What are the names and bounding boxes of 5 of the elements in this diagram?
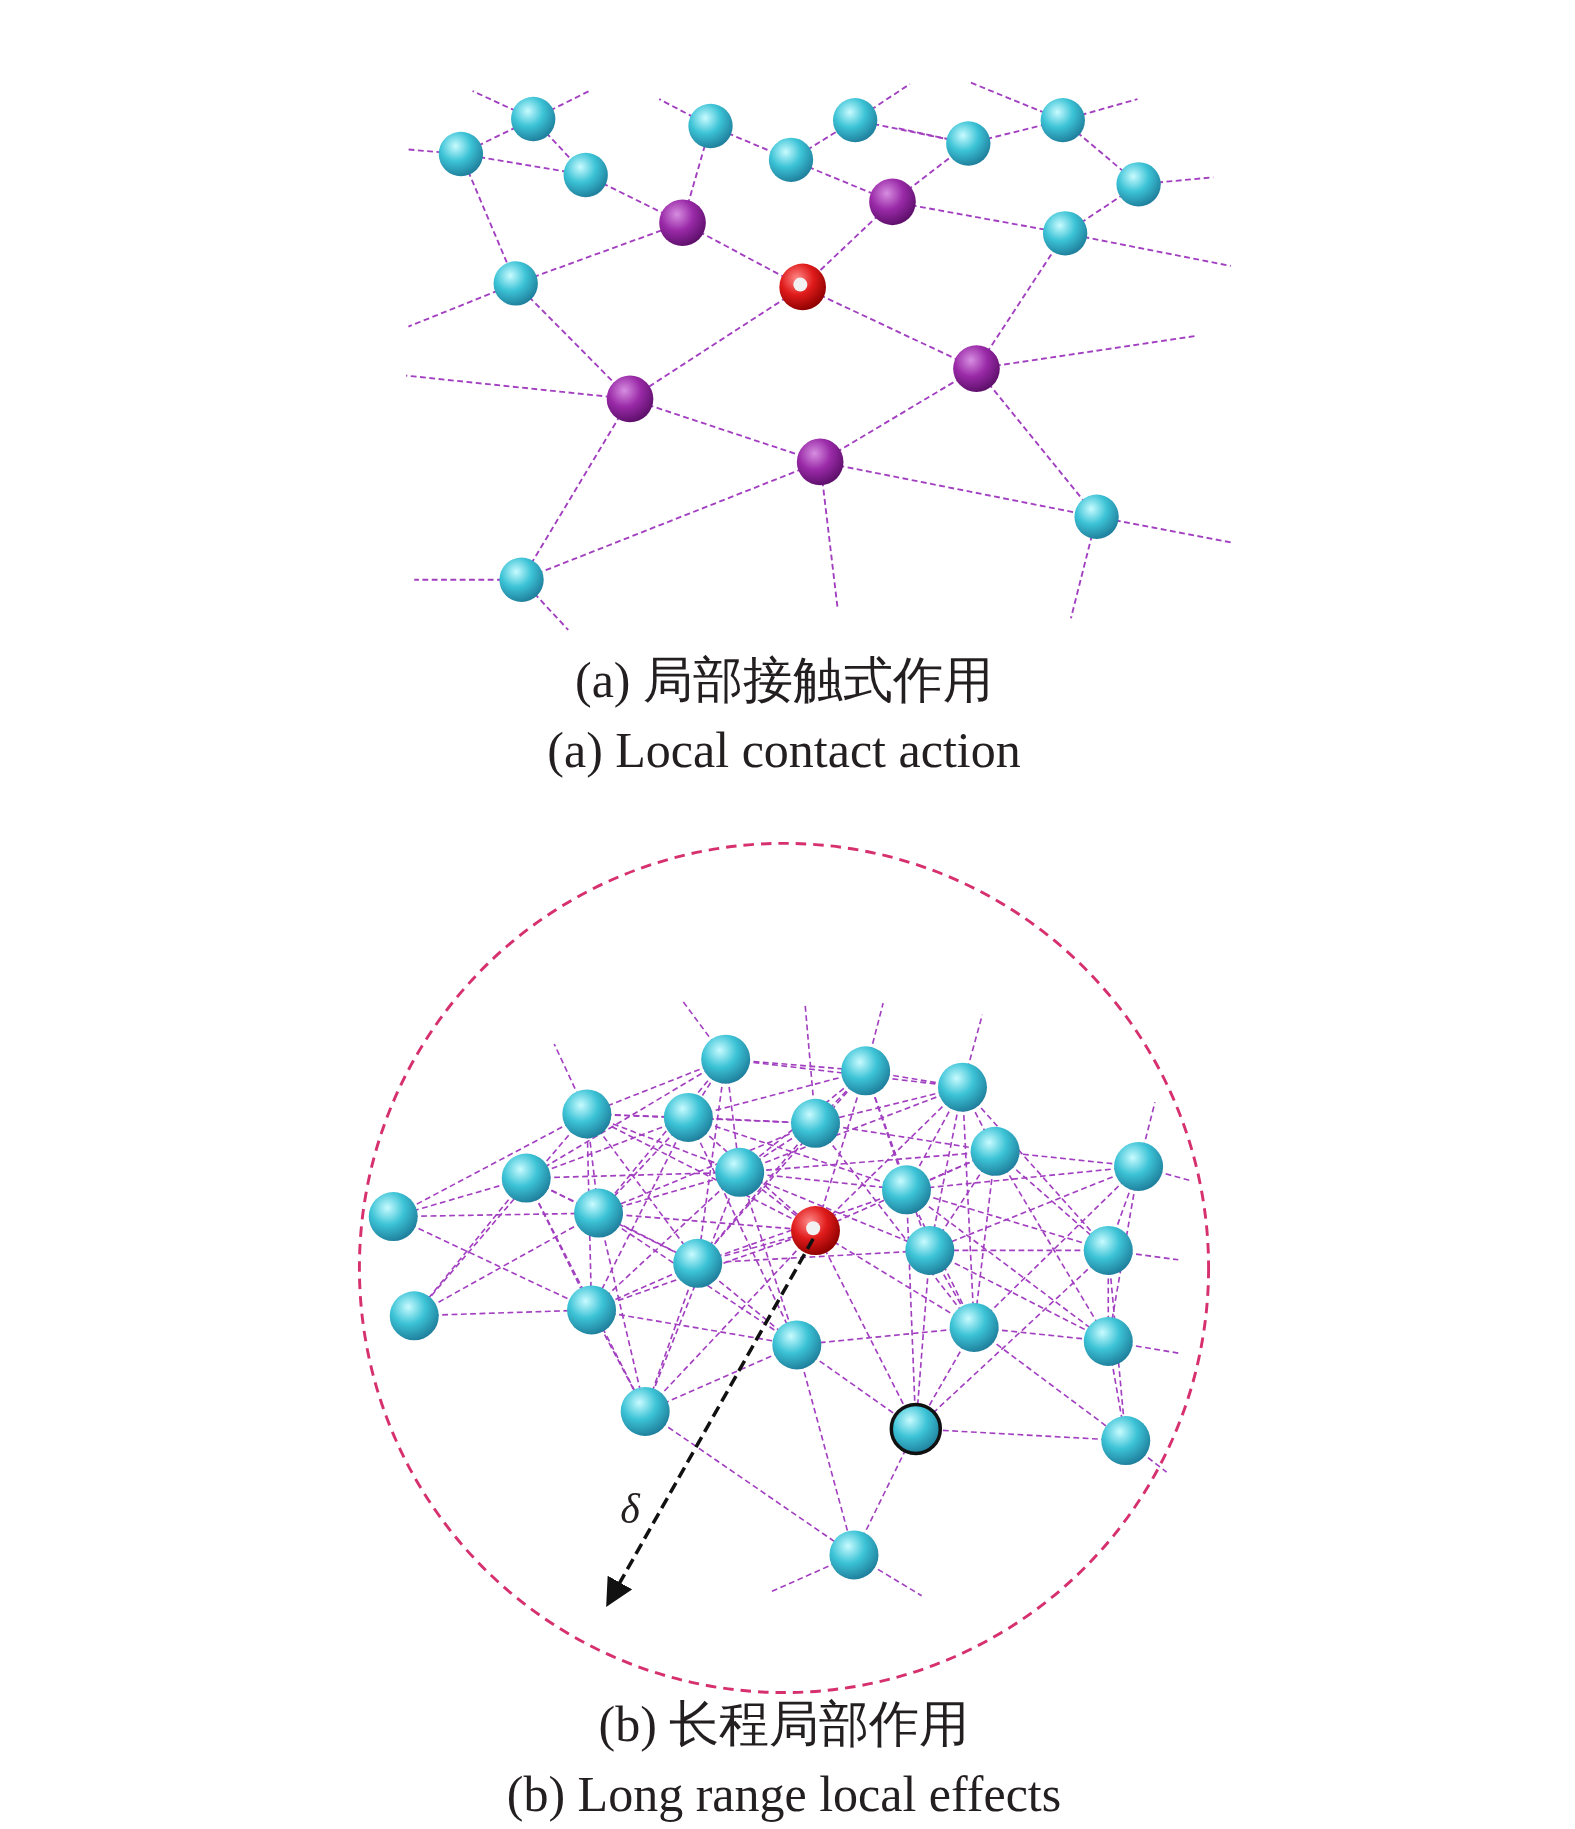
- caption: (b) Long range local effects: [506, 1766, 1062, 1822]
- dimension-label: δ: [620, 1485, 640, 1532]
- caption: (b) 长程局部作用: [598, 1696, 970, 1752]
- caption: (a) Local contact action: [547, 722, 1021, 778]
- caption: (a) 局部接触式作用: [575, 652, 993, 708]
